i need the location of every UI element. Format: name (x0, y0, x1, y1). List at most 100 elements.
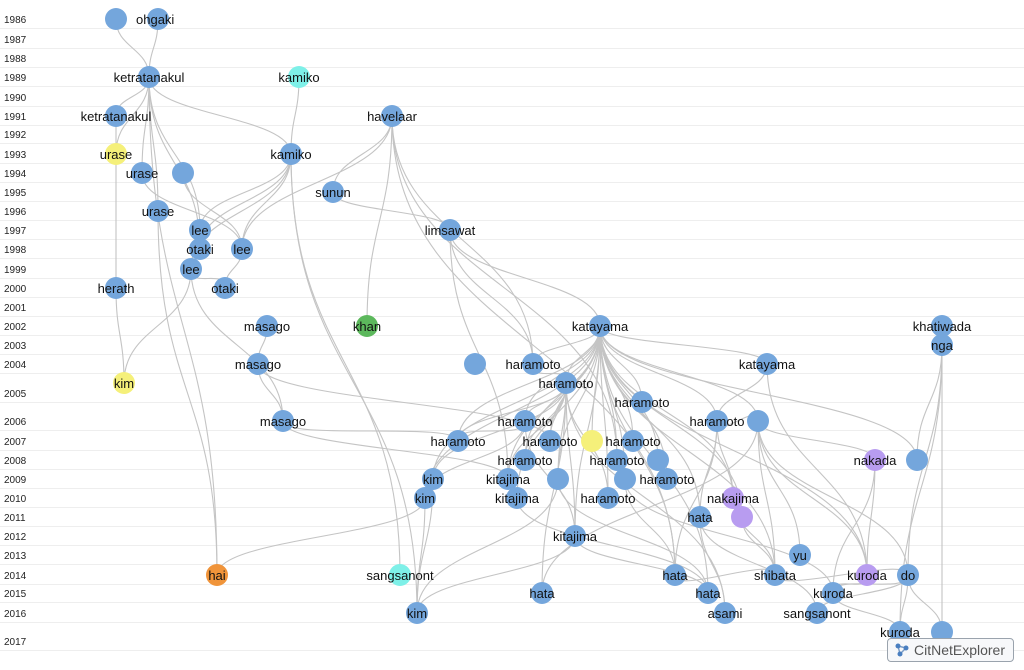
node-circle[interactable] (706, 410, 728, 432)
node-circle[interactable] (189, 219, 211, 241)
node-circle[interactable] (789, 544, 811, 566)
publication-node[interactable]: sangsanont (783, 602, 851, 624)
publication-node[interactable]: masago (244, 315, 290, 337)
publication-node[interactable]: ketratanakul (114, 66, 185, 88)
node-circle[interactable] (439, 219, 461, 241)
publication-node[interactable]: lee (180, 258, 202, 280)
node-circle[interactable] (138, 66, 160, 88)
publication-node[interactable]: haramoto (431, 430, 486, 452)
node-circle[interactable] (180, 258, 202, 280)
publication-node[interactable]: do (897, 564, 919, 586)
publication-node[interactable] (747, 410, 769, 432)
publication-node[interactable] (614, 468, 636, 490)
node-circle[interactable] (622, 430, 644, 452)
publication-node[interactable]: haramoto (539, 372, 594, 394)
node-circle[interactable] (356, 315, 378, 337)
node-circle[interactable] (288, 66, 310, 88)
publication-node[interactable]: kamiko (278, 66, 320, 88)
publication-node[interactable]: haramoto (690, 410, 745, 432)
publication-node[interactable]: khatiwada (913, 315, 972, 337)
node-circle[interactable] (422, 468, 444, 490)
node-circle[interactable] (381, 105, 403, 127)
node-circle[interactable] (697, 582, 719, 604)
publication-node[interactable]: sunun (315, 181, 351, 203)
node-circle[interactable] (522, 353, 544, 375)
publication-node[interactable]: kitajima (553, 525, 598, 547)
node-circle[interactable] (581, 430, 603, 452)
publication-node[interactable] (647, 449, 669, 471)
node-circle[interactable] (539, 430, 561, 452)
node-circle[interactable] (272, 410, 294, 432)
publication-node[interactable]: lee (189, 219, 211, 241)
publication-node[interactable]: urase (142, 200, 175, 222)
publication-node[interactable]: sangsanont (366, 564, 434, 586)
publication-node[interactable]: masago (260, 410, 306, 432)
node-circle[interactable] (256, 315, 278, 337)
publication-node[interactable]: kim (113, 372, 135, 394)
node-circle[interactable] (131, 162, 153, 184)
publication-node[interactable]: kitajima (486, 468, 531, 490)
node-circle[interactable] (931, 334, 953, 356)
publication-node[interactable] (464, 353, 486, 375)
node-circle[interactable] (206, 564, 228, 586)
node-circle[interactable] (597, 487, 619, 509)
node-circle[interactable] (747, 410, 769, 432)
publication-node[interactable]: asami (708, 602, 743, 624)
publication-node[interactable]: hata (662, 564, 688, 586)
publication-node[interactable]: nakada (854, 449, 897, 471)
publication-node[interactable]: kuroda (813, 582, 854, 604)
publication-node[interactable]: haramoto (498, 449, 553, 471)
node-circle[interactable] (105, 105, 127, 127)
node-circle[interactable] (931, 315, 953, 337)
node-circle[interactable] (631, 391, 653, 413)
publication-node[interactable]: kim (422, 468, 444, 490)
publication-node[interactable]: urase (100, 143, 133, 165)
node-circle[interactable] (105, 143, 127, 165)
node-circle[interactable] (822, 582, 844, 604)
citnetexplorer-badge[interactable]: CitNetExplorer (886, 638, 1014, 662)
node-circle[interactable] (514, 449, 536, 471)
publication-node[interactable]: hai (206, 564, 228, 586)
publication-node[interactable]: haramoto (506, 353, 561, 375)
node-circle[interactable] (589, 315, 611, 337)
node-circle[interactable] (547, 468, 569, 490)
node-circle[interactable] (906, 449, 928, 471)
publication-node[interactable] (906, 449, 928, 471)
publication-node[interactable] (547, 468, 569, 490)
publication-node[interactable]: khan (353, 315, 381, 337)
node-circle[interactable] (497, 468, 519, 490)
node-circle[interactable] (514, 410, 536, 432)
publication-node[interactable]: masago (235, 353, 281, 375)
node-circle[interactable] (889, 621, 911, 643)
publication-node[interactable]: hata (695, 582, 721, 604)
node-circle[interactable] (555, 372, 577, 394)
publication-node[interactable] (105, 8, 127, 30)
node-circle[interactable] (464, 353, 486, 375)
publication-node[interactable]: hata (687, 506, 713, 528)
node-circle[interactable] (764, 564, 786, 586)
node-circle[interactable] (322, 181, 344, 203)
publication-node[interactable] (172, 162, 194, 184)
publication-node[interactable]: katayama (572, 315, 629, 337)
publication-node[interactable]: otaki (186, 238, 214, 260)
publication-node[interactable]: ketratanakul (81, 105, 152, 127)
node-circle[interactable] (231, 238, 253, 260)
publication-node[interactable]: limsawat (425, 219, 476, 241)
node-circle[interactable] (806, 602, 828, 624)
publication-node[interactable]: haramoto (640, 468, 695, 490)
publication-node[interactable]: shibata (754, 564, 797, 586)
publication-node[interactable]: kamiko (270, 143, 312, 165)
node-circle[interactable] (656, 468, 678, 490)
publication-node[interactable]: hata (529, 582, 555, 604)
publication-node[interactable]: haramoto (615, 391, 670, 413)
node-circle[interactable] (447, 430, 469, 452)
publication-node[interactable]: urase (126, 162, 159, 184)
node-circle[interactable] (931, 621, 953, 643)
publication-node[interactable]: nga (931, 334, 954, 356)
publication-node[interactable]: kitajima (495, 487, 540, 509)
node-circle[interactable] (606, 449, 628, 471)
publication-node[interactable]: katayama (739, 353, 796, 375)
publication-node[interactable]: ohgaki (136, 8, 174, 30)
publication-node[interactable]: havelaar (367, 105, 418, 127)
node-circle[interactable] (647, 449, 669, 471)
